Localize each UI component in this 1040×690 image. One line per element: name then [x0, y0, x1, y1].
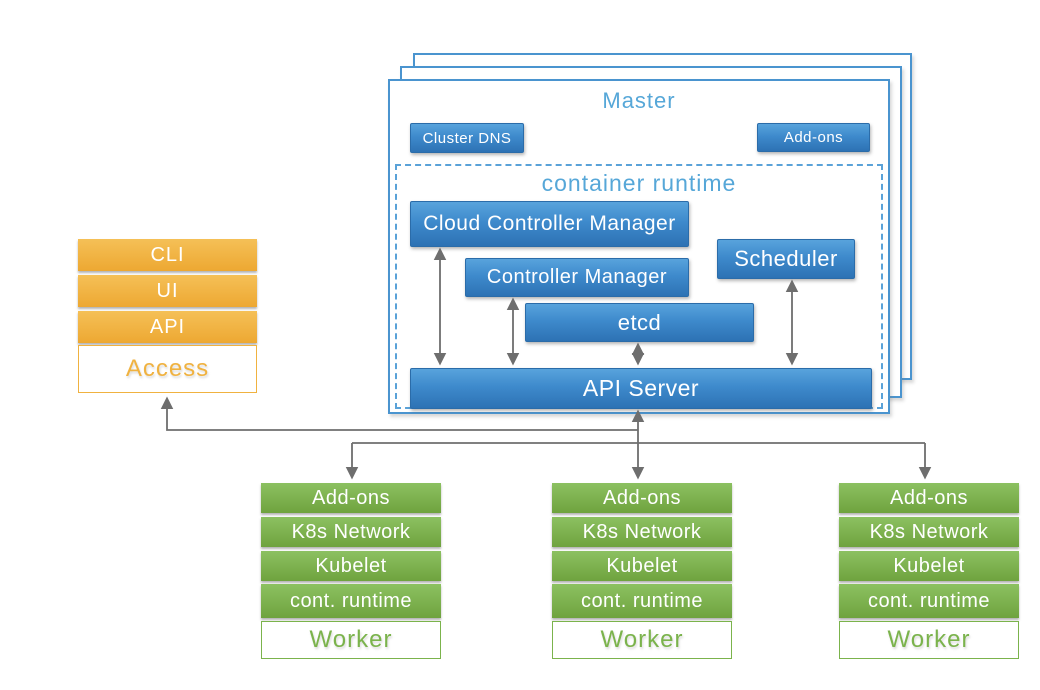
scheduler-node: Scheduler [717, 239, 855, 279]
worker-row-container-runtime: cont. runtime [839, 584, 1019, 618]
worker-row-container-runtime: cont. runtime [261, 584, 441, 618]
master-title: Master [602, 88, 676, 113]
access-stack: CLI UI API Access [78, 239, 257, 393]
worker-label: Worker [261, 621, 441, 659]
worker-node-1: Add-ons K8s Network Kubelet cont. runtim… [261, 483, 441, 659]
worker-row-kubelet: Kubelet [552, 551, 732, 581]
access-row-ui: UI [78, 275, 257, 307]
worker-row-addons: Add-ons [839, 483, 1019, 513]
api-server-node: API Server [410, 368, 872, 409]
access-row-api: API [78, 311, 257, 343]
master-addons-node: Add-ons [757, 123, 870, 152]
worker-node-3: Add-ons K8s Network Kubelet cont. runtim… [839, 483, 1019, 659]
controller-manager-node: Controller Manager [465, 258, 689, 297]
worker-row-k8s-network: K8s Network [552, 517, 732, 547]
worker-label: Worker [839, 621, 1019, 659]
worker-row-addons: Add-ons [552, 483, 732, 513]
worker-row-k8s-network: K8s Network [839, 517, 1019, 547]
worker-row-addons: Add-ons [261, 483, 441, 513]
access-label: Access [78, 345, 257, 393]
worker-row-kubelet: Kubelet [839, 551, 1019, 581]
cloud-controller-manager-node: Cloud Controller Manager [410, 201, 689, 247]
worker-label: Worker [552, 621, 732, 659]
worker-row-k8s-network: K8s Network [261, 517, 441, 547]
worker-row-container-runtime: cont. runtime [552, 584, 732, 618]
access-row-cli: CLI [78, 239, 257, 271]
worker-row-kubelet: Kubelet [261, 551, 441, 581]
worker-node-2: Add-ons K8s Network Kubelet cont. runtim… [552, 483, 732, 659]
etcd-node: etcd [525, 303, 754, 342]
container-runtime-title: container runtime [541, 170, 737, 196]
cluster-dns-node: Cluster DNS [410, 123, 524, 153]
